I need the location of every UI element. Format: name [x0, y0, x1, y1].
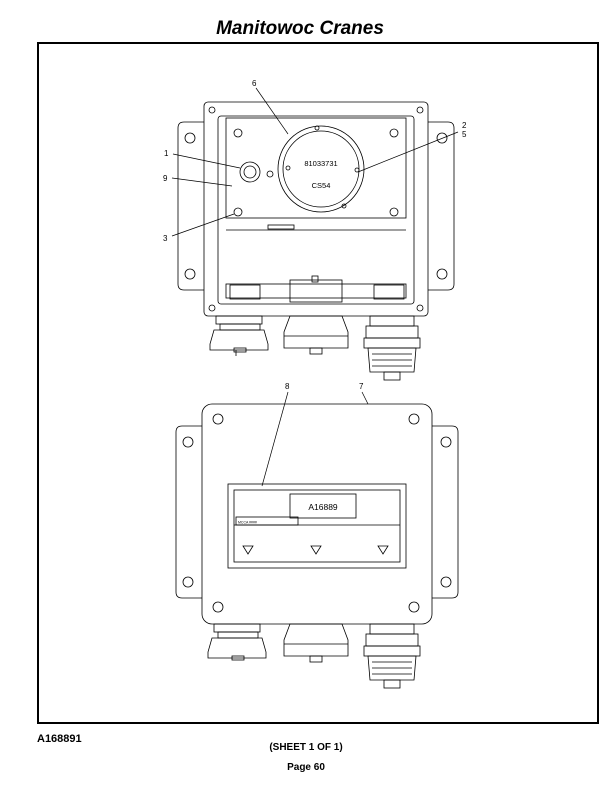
callout-2: 2 — [462, 121, 467, 130]
inner-fitting-center — [289, 279, 343, 303]
lower-enclosure-closed — [175, 403, 459, 689]
indicator-light-outer — [239, 161, 261, 183]
indicator-light-inner — [243, 165, 257, 179]
left-mounting-flange — [177, 121, 204, 291]
box-corner-screw-bl — [208, 304, 216, 312]
callout-9: 9 — [163, 174, 168, 183]
label-small-text: MCCA #### — [238, 521, 257, 525]
callout-6: 6 — [252, 79, 257, 88]
connector-right-lower — [363, 623, 421, 689]
plate-screw-br — [389, 207, 399, 217]
plate-screw-tr — [389, 128, 399, 138]
gauge-tab-1 — [314, 125, 320, 131]
lower-right-mounting-flange — [432, 425, 459, 599]
lower-box-cover — [201, 403, 433, 625]
right-flange-hole-bottom — [436, 268, 448, 280]
box-corner-screw-br — [416, 304, 424, 312]
plate-screw-tl — [233, 128, 243, 138]
gauge-tab-4 — [354, 167, 360, 173]
lower-left-flange-hole-bottom — [182, 576, 194, 588]
gauge-tab-2 — [285, 165, 291, 171]
upper-box-inner — [217, 115, 415, 305]
label-part-number: A16889 — [308, 502, 338, 512]
arrow-indicator-center — [310, 545, 322, 555]
lower-left-mounting-flange — [175, 425, 202, 599]
callout-1: 1 — [164, 149, 169, 158]
gauge-inner-ring — [282, 130, 360, 208]
drawing-frame — [37, 42, 599, 724]
gauge-part-number: 81033731 — [304, 159, 337, 168]
gauge-code: CS54 — [312, 181, 331, 190]
cover-screw-bl — [212, 601, 224, 613]
inner-fitting-center-top — [311, 275, 319, 283]
right-flange-hole-top — [436, 132, 448, 144]
cavity-floor — [225, 283, 407, 299]
box-corner-screw-tl — [208, 106, 216, 114]
right-mounting-flange — [428, 121, 455, 291]
cover-screw-br — [408, 601, 420, 613]
lower-right-flange-hole-bottom — [440, 576, 452, 588]
connector-right-upper — [363, 315, 421, 381]
gauge-mounting-plate — [225, 117, 407, 219]
connector-center-lower — [283, 623, 349, 663]
cover-window-inner — [233, 489, 401, 563]
upper-enclosure-open — [177, 101, 455, 381]
plate-screw-left-mid — [266, 170, 274, 178]
cover-window-outer — [227, 483, 407, 569]
sheet-indicator: (SHEET 1 OF 1) — [269, 742, 343, 753]
inner-fitting-right — [373, 284, 405, 300]
connector-left-lower — [207, 623, 267, 661]
callout-8: 8 — [285, 382, 290, 391]
left-flange-hole-bottom — [184, 268, 196, 280]
lower-right-flange-hole-top — [440, 436, 452, 448]
connector-center-upper — [283, 315, 349, 355]
connector-left-upper — [209, 315, 269, 356]
part-number-label — [289, 493, 357, 519]
left-flange-hole-top — [184, 132, 196, 144]
arrow-indicator-left — [242, 545, 254, 555]
box-corner-screw-tr — [416, 106, 424, 114]
gauge-outer-ring — [277, 125, 365, 213]
inner-fitting-left — [229, 284, 261, 300]
gauge-tab-3 — [341, 203, 347, 209]
page-header-title: Manitowoc Cranes — [216, 18, 384, 39]
page-number: Page 60 — [287, 762, 325, 773]
lower-left-flange-hole-top — [182, 436, 194, 448]
plate-screw-bl — [233, 207, 243, 217]
callout-leaders — [171, 87, 459, 487]
cover-screw-tr — [408, 413, 420, 425]
cavity-slot — [267, 224, 295, 230]
arrow-indicator-right — [377, 545, 389, 555]
callout-7: 7 — [359, 382, 364, 391]
figure-id: A168891 — [37, 733, 82, 745]
callout-3: 3 — [163, 234, 168, 243]
cover-screw-tl — [212, 413, 224, 425]
callout-5: 5 — [462, 130, 467, 139]
